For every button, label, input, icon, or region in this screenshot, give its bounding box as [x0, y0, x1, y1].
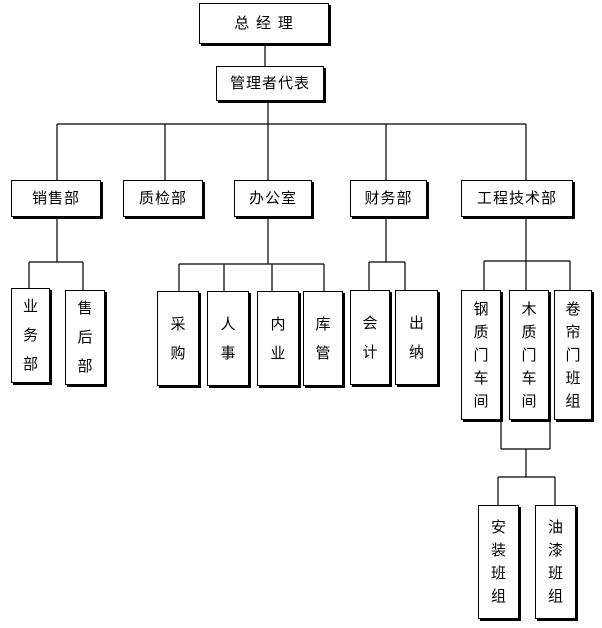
cashier-unit-box: 出纳 — [395, 290, 438, 385]
business-unit-box: 业务部 — [11, 288, 50, 383]
box-char: 后 — [77, 328, 93, 346]
box-char: 业 — [22, 297, 38, 315]
sales-dept-box: 销售部 — [11, 180, 101, 217]
box-char: 门 — [565, 345, 581, 364]
warehouse-unit-box: 库管 — [303, 291, 343, 386]
management-representative-box: 管理者代表 — [216, 66, 324, 101]
box-char: 部 — [22, 355, 38, 373]
box-char: 组 — [547, 587, 563, 605]
box-char: 组 — [490, 587, 506, 605]
purchasing-unit-box: 采购 — [157, 291, 199, 386]
installation-team-box: 安装班组 — [478, 505, 519, 619]
box-char: 计 — [362, 342, 378, 361]
box-char: 部 — [77, 357, 93, 375]
box-char: 门 — [521, 345, 537, 364]
after-sales-unit-box: 售后部 — [65, 290, 105, 385]
box-char: 间 — [521, 391, 537, 410]
painting-team-box: 油漆班组 — [535, 505, 576, 619]
box-char: 间 — [473, 391, 489, 410]
box-char: 会 — [362, 313, 378, 332]
box-char: 事 — [220, 343, 236, 362]
internal-affairs-unit-box: 内业 — [257, 291, 299, 386]
box-char: 质 — [521, 322, 537, 341]
box-char: 纳 — [408, 342, 424, 361]
box-char: 内 — [270, 314, 286, 333]
box-char: 帘 — [565, 322, 581, 341]
box-char: 门 — [473, 345, 489, 364]
box-char: 钢 — [473, 299, 489, 318]
box-char: 安 — [490, 518, 506, 536]
box-char: 组 — [565, 391, 581, 410]
qc-dept-box: 质检部 — [123, 180, 203, 217]
finance-dept-box: 财务部 — [350, 180, 427, 217]
box-char: 业 — [270, 343, 286, 362]
box-char: 车 — [473, 368, 489, 387]
box-char: 班 — [547, 564, 563, 582]
box-char: 班 — [565, 368, 581, 387]
box-char: 采 — [170, 314, 186, 333]
box-char: 装 — [490, 541, 506, 559]
rolling-door-team-box: 卷帘门班组 — [554, 290, 592, 420]
box-char: 漆 — [547, 541, 563, 559]
general-manager-box: 总 经 理 — [199, 3, 329, 44]
steel-door-workshop-box: 钢质门车间 — [461, 290, 501, 420]
box-char: 库 — [315, 314, 331, 333]
wood-door-workshop-box: 木质门车间 — [509, 290, 549, 420]
box-char: 出 — [408, 313, 424, 332]
box-char: 人 — [220, 314, 236, 333]
box-char: 购 — [170, 343, 186, 362]
personnel-unit-box: 人事 — [207, 291, 249, 386]
box-char: 木 — [521, 299, 537, 318]
box-char: 质 — [473, 322, 489, 341]
box-char: 务 — [22, 326, 38, 344]
box-char: 售 — [77, 299, 93, 317]
office-dept-box: 办公室 — [234, 180, 312, 217]
box-char: 班 — [490, 564, 506, 582]
box-char: 车 — [521, 368, 537, 387]
engineering-dept-box: 工程技术部 — [461, 180, 573, 217]
box-char: 油 — [547, 518, 563, 536]
box-char: 管 — [315, 343, 331, 362]
accounting-unit-box: 会计 — [350, 290, 390, 385]
box-char: 卷 — [565, 299, 581, 318]
